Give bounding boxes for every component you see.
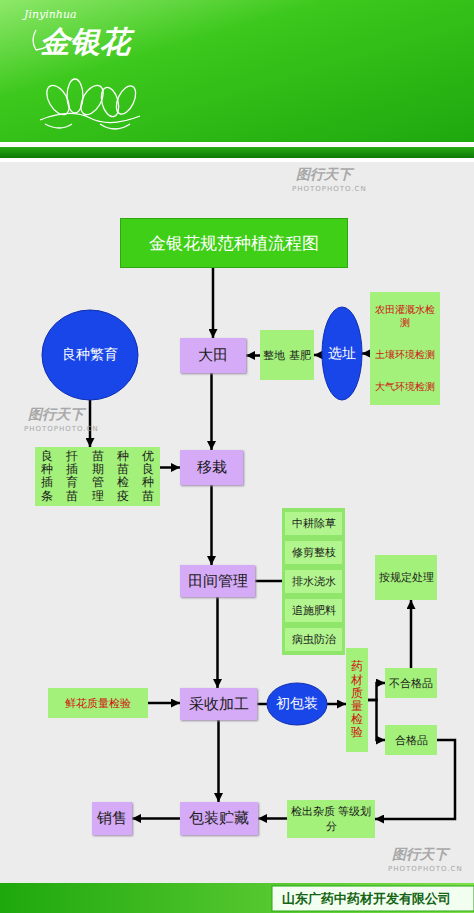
test-box: 农田灌溉水检测土壤环境检测大气环境检测: [370, 292, 440, 405]
test-column: 药材质量检验: [346, 648, 368, 752]
connector-arrow: [368, 700, 385, 740]
node-text: 合格品: [395, 733, 428, 748]
process-box: 采收加工: [180, 688, 257, 720]
step-columns: 良种插条 扦插育苗 苗期管理 种苗检疫 优良种苗: [35, 447, 160, 506]
node-text: 鲜花质量检验: [65, 696, 131, 711]
node-text: 按规定处理: [379, 570, 434, 585]
connector-arrow: [217, 720, 220, 802]
connector-arrow: [314, 354, 322, 357]
connector-arrow: [257, 703, 267, 706]
node-text: 扦插育苗: [66, 450, 78, 503]
node-text: 移栽: [197, 458, 227, 477]
connector-arrow: [160, 466, 180, 469]
watermark: PHOTOPHOTO.CN: [24, 425, 99, 433]
node-text: 追施肥料: [285, 599, 342, 622]
connector-arrow: [210, 373, 213, 450]
process-box: 大田: [180, 338, 246, 373]
node-text: 土壤环境检测: [375, 349, 435, 362]
node-text: 排水浇水: [285, 570, 342, 593]
connector-arrow: [368, 683, 385, 700]
footer-panel: [272, 886, 474, 911]
test-box: 鲜花质量检验: [48, 688, 148, 718]
header-band: [0, 0, 474, 142]
node-text: 销售: [97, 809, 127, 828]
node-text: 农田灌溉水检测: [373, 304, 437, 330]
node-text: 整地 基肥: [263, 348, 311, 363]
footer-band: [0, 883, 474, 913]
watermark: 图行天下: [28, 406, 84, 424]
process-box: 田间管理: [180, 565, 255, 597]
source-circle: 良种繁育: [42, 310, 138, 400]
connector-arrow: [212, 268, 215, 338]
header-bar: [0, 147, 474, 158]
connector-arrow: [216, 597, 219, 688]
ellipse-shape: [42, 310, 138, 400]
node-text: 大气环境检测: [375, 381, 435, 394]
node-text: 苗期管理: [92, 450, 104, 503]
node-text: 病虫防治: [285, 628, 342, 651]
logo-title: 金银花: [40, 22, 130, 63]
connector-arrow: [148, 702, 180, 705]
result-box: 不合格品: [385, 668, 437, 698]
logo-latin: Jinyinhua: [24, 8, 77, 21]
connector-arrow: [132, 817, 180, 820]
node-text: 优良种苗: [142, 450, 154, 503]
node-text: 包装贮藏: [189, 809, 249, 828]
watermark: PHOTOPHOTO.CN: [388, 865, 463, 873]
node-text: 金银花规范种植流程图: [149, 232, 319, 255]
connector-arrow: [327, 703, 346, 706]
connector-arrow: [362, 352, 370, 355]
step-box: 整地 基肥: [260, 330, 314, 380]
node-text: 不合格品: [389, 676, 433, 691]
company-name: 山东广药中药材开发有限公司: [282, 890, 451, 908]
watermark: PHOTOPHOTO.CN: [292, 185, 367, 193]
node-text: 中耕除草: [285, 512, 342, 535]
step-box: 检出杂质 等级划分: [287, 800, 375, 838]
node-text: 采收加工: [189, 695, 249, 714]
ellipse-shape: [322, 307, 362, 400]
connector-arrow: [210, 485, 213, 565]
site-ellipse: 选址: [322, 307, 362, 400]
node-text: 修剪整枝: [285, 541, 342, 564]
node-text: 初包装: [276, 695, 318, 713]
connector-arrow: [246, 354, 260, 357]
watermark: 图行天下: [296, 166, 352, 184]
connector-arrow: [410, 600, 413, 668]
node-text: 大田: [198, 346, 228, 365]
process-box: 销售: [92, 802, 132, 835]
connector-arrow: [255, 580, 282, 583]
node-text: 良种繁育: [62, 346, 118, 364]
header-line: [0, 142, 474, 147]
node-text: 田间管理: [188, 572, 248, 591]
connector-arrow: [258, 817, 287, 820]
title-box: 金银花规范种植流程图: [120, 218, 348, 268]
node-text: 良种插条: [41, 450, 53, 503]
node-text: 药材质量检验: [351, 660, 363, 739]
result-box: 合格品: [385, 725, 437, 755]
header-line: [0, 158, 474, 162]
node-text: 种苗检疫: [117, 450, 129, 503]
node-text: 选址: [328, 345, 356, 363]
ellipse-shape: [267, 683, 327, 725]
connector-arrow: [89, 400, 92, 447]
task-list: 中耕除草修剪整枝排水浇水追施肥料病虫防治: [282, 508, 345, 655]
node-text: 检出杂质 等级划分: [290, 804, 372, 834]
process-box: 移栽: [180, 450, 243, 485]
pack-ellipse: 初包装: [267, 683, 327, 725]
watermark: 图行天下: [392, 846, 448, 864]
process-box: 包装贮藏: [180, 802, 258, 835]
result-box: 按规定处理: [375, 555, 437, 600]
